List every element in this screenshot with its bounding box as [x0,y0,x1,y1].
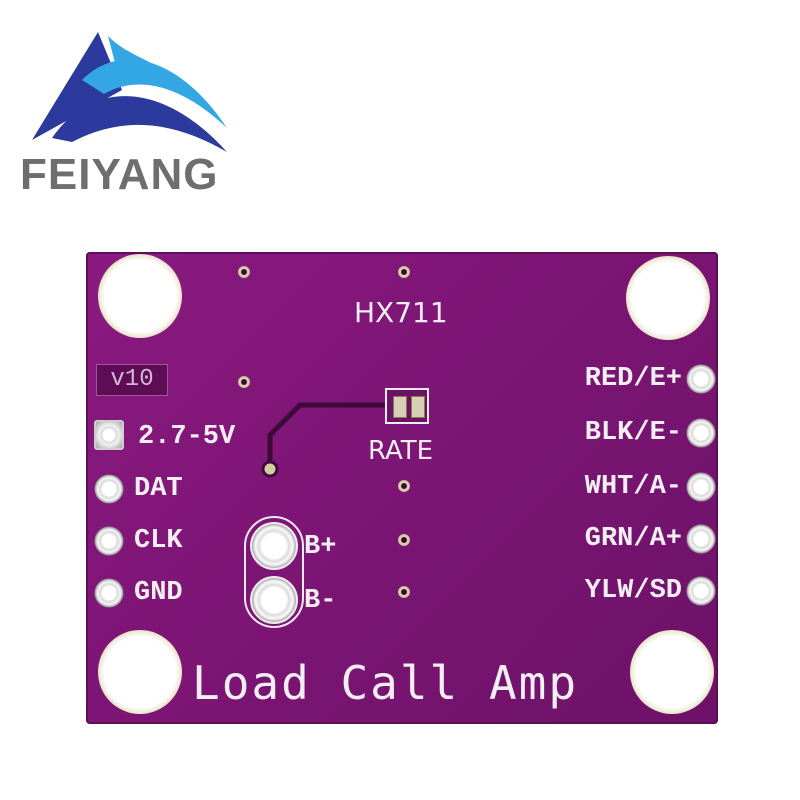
pin-label-b-plus: B+ [304,532,337,562]
clk-pad[interactable] [94,526,124,556]
board-footer-label: Load Call Amp [192,656,579,710]
brand-name: FEIYANG [20,150,219,199]
via [398,480,410,492]
pin-label-blk: BLK/E- [584,418,682,448]
pin-label-b-minus: B- [304,586,337,616]
via [398,586,410,598]
chip-label: HX711 [354,296,448,329]
jumper-pad [411,396,425,418]
bridge-pad-outline [244,516,304,628]
mounting-hole-bottom-left [98,630,182,714]
mounting-hole-top-right [626,256,710,340]
pin-label-ylw: YLW/SD [584,576,682,606]
red-pad[interactable] [686,364,716,394]
mounting-hole-bottom-right [630,630,714,714]
pin-label-red: RED/E+ [584,364,682,394]
version-label: v10 [96,364,168,396]
mounting-hole-top-left [98,254,182,338]
via [238,376,250,388]
copper-trace [261,402,388,478]
grn-pad[interactable] [686,524,716,554]
pin-label-dat: DAT [134,474,183,504]
pin-label-clk: CLK [134,526,183,556]
via [398,266,410,278]
gnd-pad[interactable] [94,578,124,608]
ylw-pad[interactable] [686,576,716,606]
blk-pad[interactable] [686,418,716,448]
b-plus-pad[interactable] [250,522,298,570]
rate-jumper[interactable] [385,388,429,424]
pin-label-grn: GRN/A+ [584,524,682,554]
wht-pad[interactable] [686,472,716,502]
b-minus-pad[interactable] [250,576,298,624]
dat-pad[interactable] [94,474,124,504]
feiyang-logo [32,32,227,152]
jumper-pad [393,396,407,418]
vcc-pad[interactable] [94,420,124,450]
via [238,266,250,278]
rate-label: RATE [368,436,434,466]
via [398,534,410,546]
supply-label: 2.7-5V [138,422,236,452]
pin-label-gnd: GND [134,578,183,608]
pin-label-wht: WHT/A- [584,472,682,502]
